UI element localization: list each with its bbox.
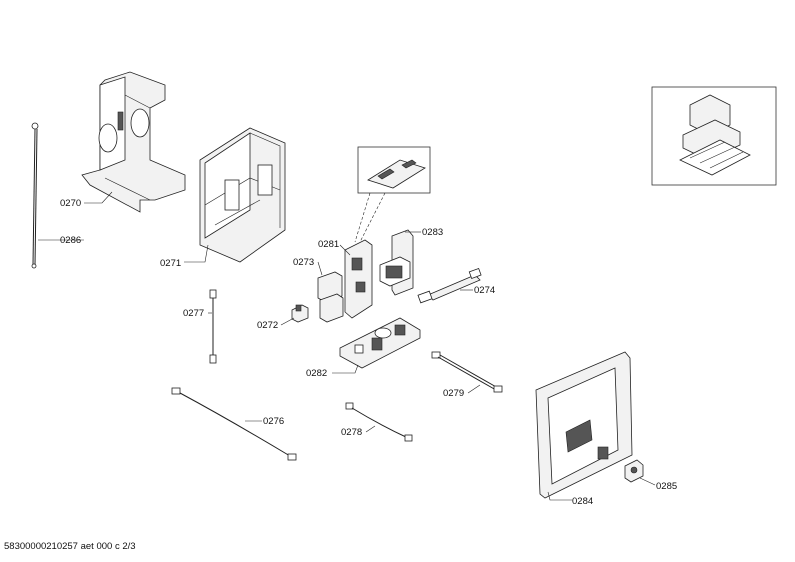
label-0274: 0274 [474,285,495,296]
label-0279: 0279 [443,388,464,399]
part-0281-board [344,239,373,319]
overview-inset [651,86,777,186]
part-0270-bracket [81,71,186,213]
label-0286: 0286 [60,235,81,246]
label-0271: 0271 [160,258,181,269]
part-0271-housing [199,127,286,263]
label-0272: 0272 [257,320,278,331]
part-0282-main-board [339,317,421,369]
label-0273: 0273 [293,257,314,268]
part-0278-cable [345,402,413,442]
label-0284: 0284 [572,496,593,507]
label-0276: 0276 [263,416,284,427]
part-0274-ribbon-cable [417,267,482,304]
label-0278: 0278 [341,427,362,438]
part-0283-transformer [379,229,414,296]
part-0277-cable [209,289,217,364]
part-0285-switch [624,459,644,483]
part-0272-clip [291,304,309,323]
part-0279-cable [431,351,503,393]
part-0284-panel [535,351,633,499]
part-0273-relays [317,271,344,323]
label-0283: 0283 [422,227,443,238]
label-0282: 0282 [306,368,327,379]
leader-lines [38,191,656,501]
document-footer-id: 58300000210257 aet 000 c 2/3 [4,541,136,552]
label-0270: 0270 [60,198,81,209]
part-0276-cable [171,387,297,461]
label-0285: 0285 [656,481,677,492]
part-0281-detail-inset [354,146,431,243]
label-0281: 0281 [318,239,339,250]
label-0277: 0277 [183,308,204,319]
part-0286-rod [31,122,39,269]
